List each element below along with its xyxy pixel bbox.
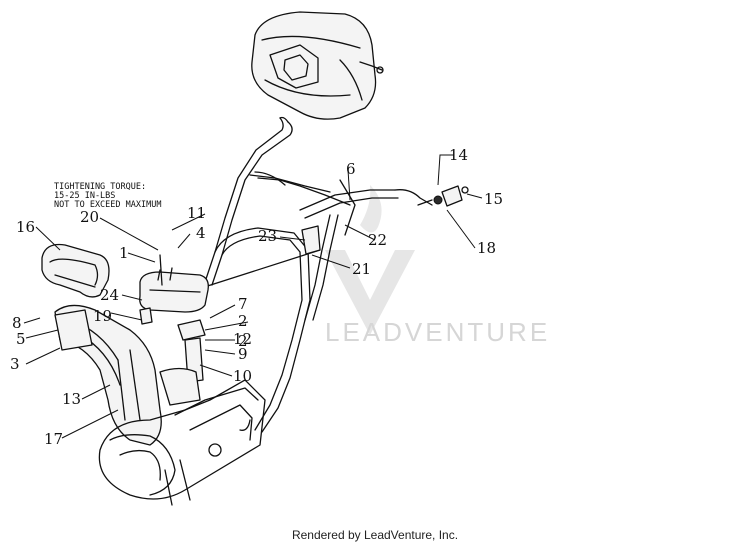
engine-cover <box>251 11 384 120</box>
torque-line-1: TIGHTENING TORQUE: <box>54 182 146 192</box>
callout-1: 1 <box>119 244 129 262</box>
chute-cover <box>54 309 93 351</box>
watermark-text: LEADVENTURE <box>325 317 550 347</box>
callout-4: 4 <box>196 224 206 242</box>
callout-19: 19 <box>93 307 112 325</box>
handle-assembly <box>194 116 433 433</box>
callout-14: 14 <box>449 146 468 164</box>
callout-16: 16 <box>16 218 35 236</box>
callout-20: 20 <box>80 208 99 226</box>
bracket-23 <box>301 225 321 255</box>
callout-18: 18 <box>477 239 496 257</box>
callout-3: 3 <box>10 355 20 373</box>
chute-knob <box>417 185 469 207</box>
callout-12: 12 <box>233 330 252 348</box>
callout-11: 11 <box>187 204 206 222</box>
callout-9: 9 <box>238 345 248 363</box>
watermark: LEADVENTURE <box>325 185 550 347</box>
callout-10: 10 <box>233 367 252 385</box>
callout-2b: 2 <box>238 332 248 350</box>
callout-6: 6 <box>346 160 356 178</box>
callout-2a: 2 <box>238 312 248 330</box>
callout-7: 7 <box>238 295 248 313</box>
callout-15: 15 <box>484 190 503 208</box>
torque-line-3: NOT TO EXCEED MAXIMUM <box>54 200 161 210</box>
torque-note: TIGHTENING TORQUE: 15-25 IN-LBS NOT TO E… <box>54 182 161 210</box>
callout-8: 8 <box>12 314 22 332</box>
callout-17: 17 <box>44 430 63 448</box>
callout-21: 21 <box>352 260 371 278</box>
auger-housing <box>98 379 266 506</box>
leader-lines <box>23 154 483 439</box>
callout-24: 24 <box>100 286 119 304</box>
gear-box <box>139 254 209 325</box>
callout-13: 13 <box>62 390 81 408</box>
callout-5: 5 <box>16 330 26 348</box>
torque-line-2: 15-25 IN-LBS <box>54 191 115 201</box>
callout-22: 22 <box>368 231 387 249</box>
callout-23: 23 <box>258 227 277 245</box>
footer-credit: Rendered by LeadVenture, Inc. <box>291 528 459 542</box>
callouts: 1 2 2 3 4 5 6 7 8 9 10 11 12 13 14 15 16… <box>10 146 503 448</box>
deflector-16 <box>41 243 110 298</box>
control-rod <box>257 177 351 206</box>
center-bracket <box>159 319 206 406</box>
